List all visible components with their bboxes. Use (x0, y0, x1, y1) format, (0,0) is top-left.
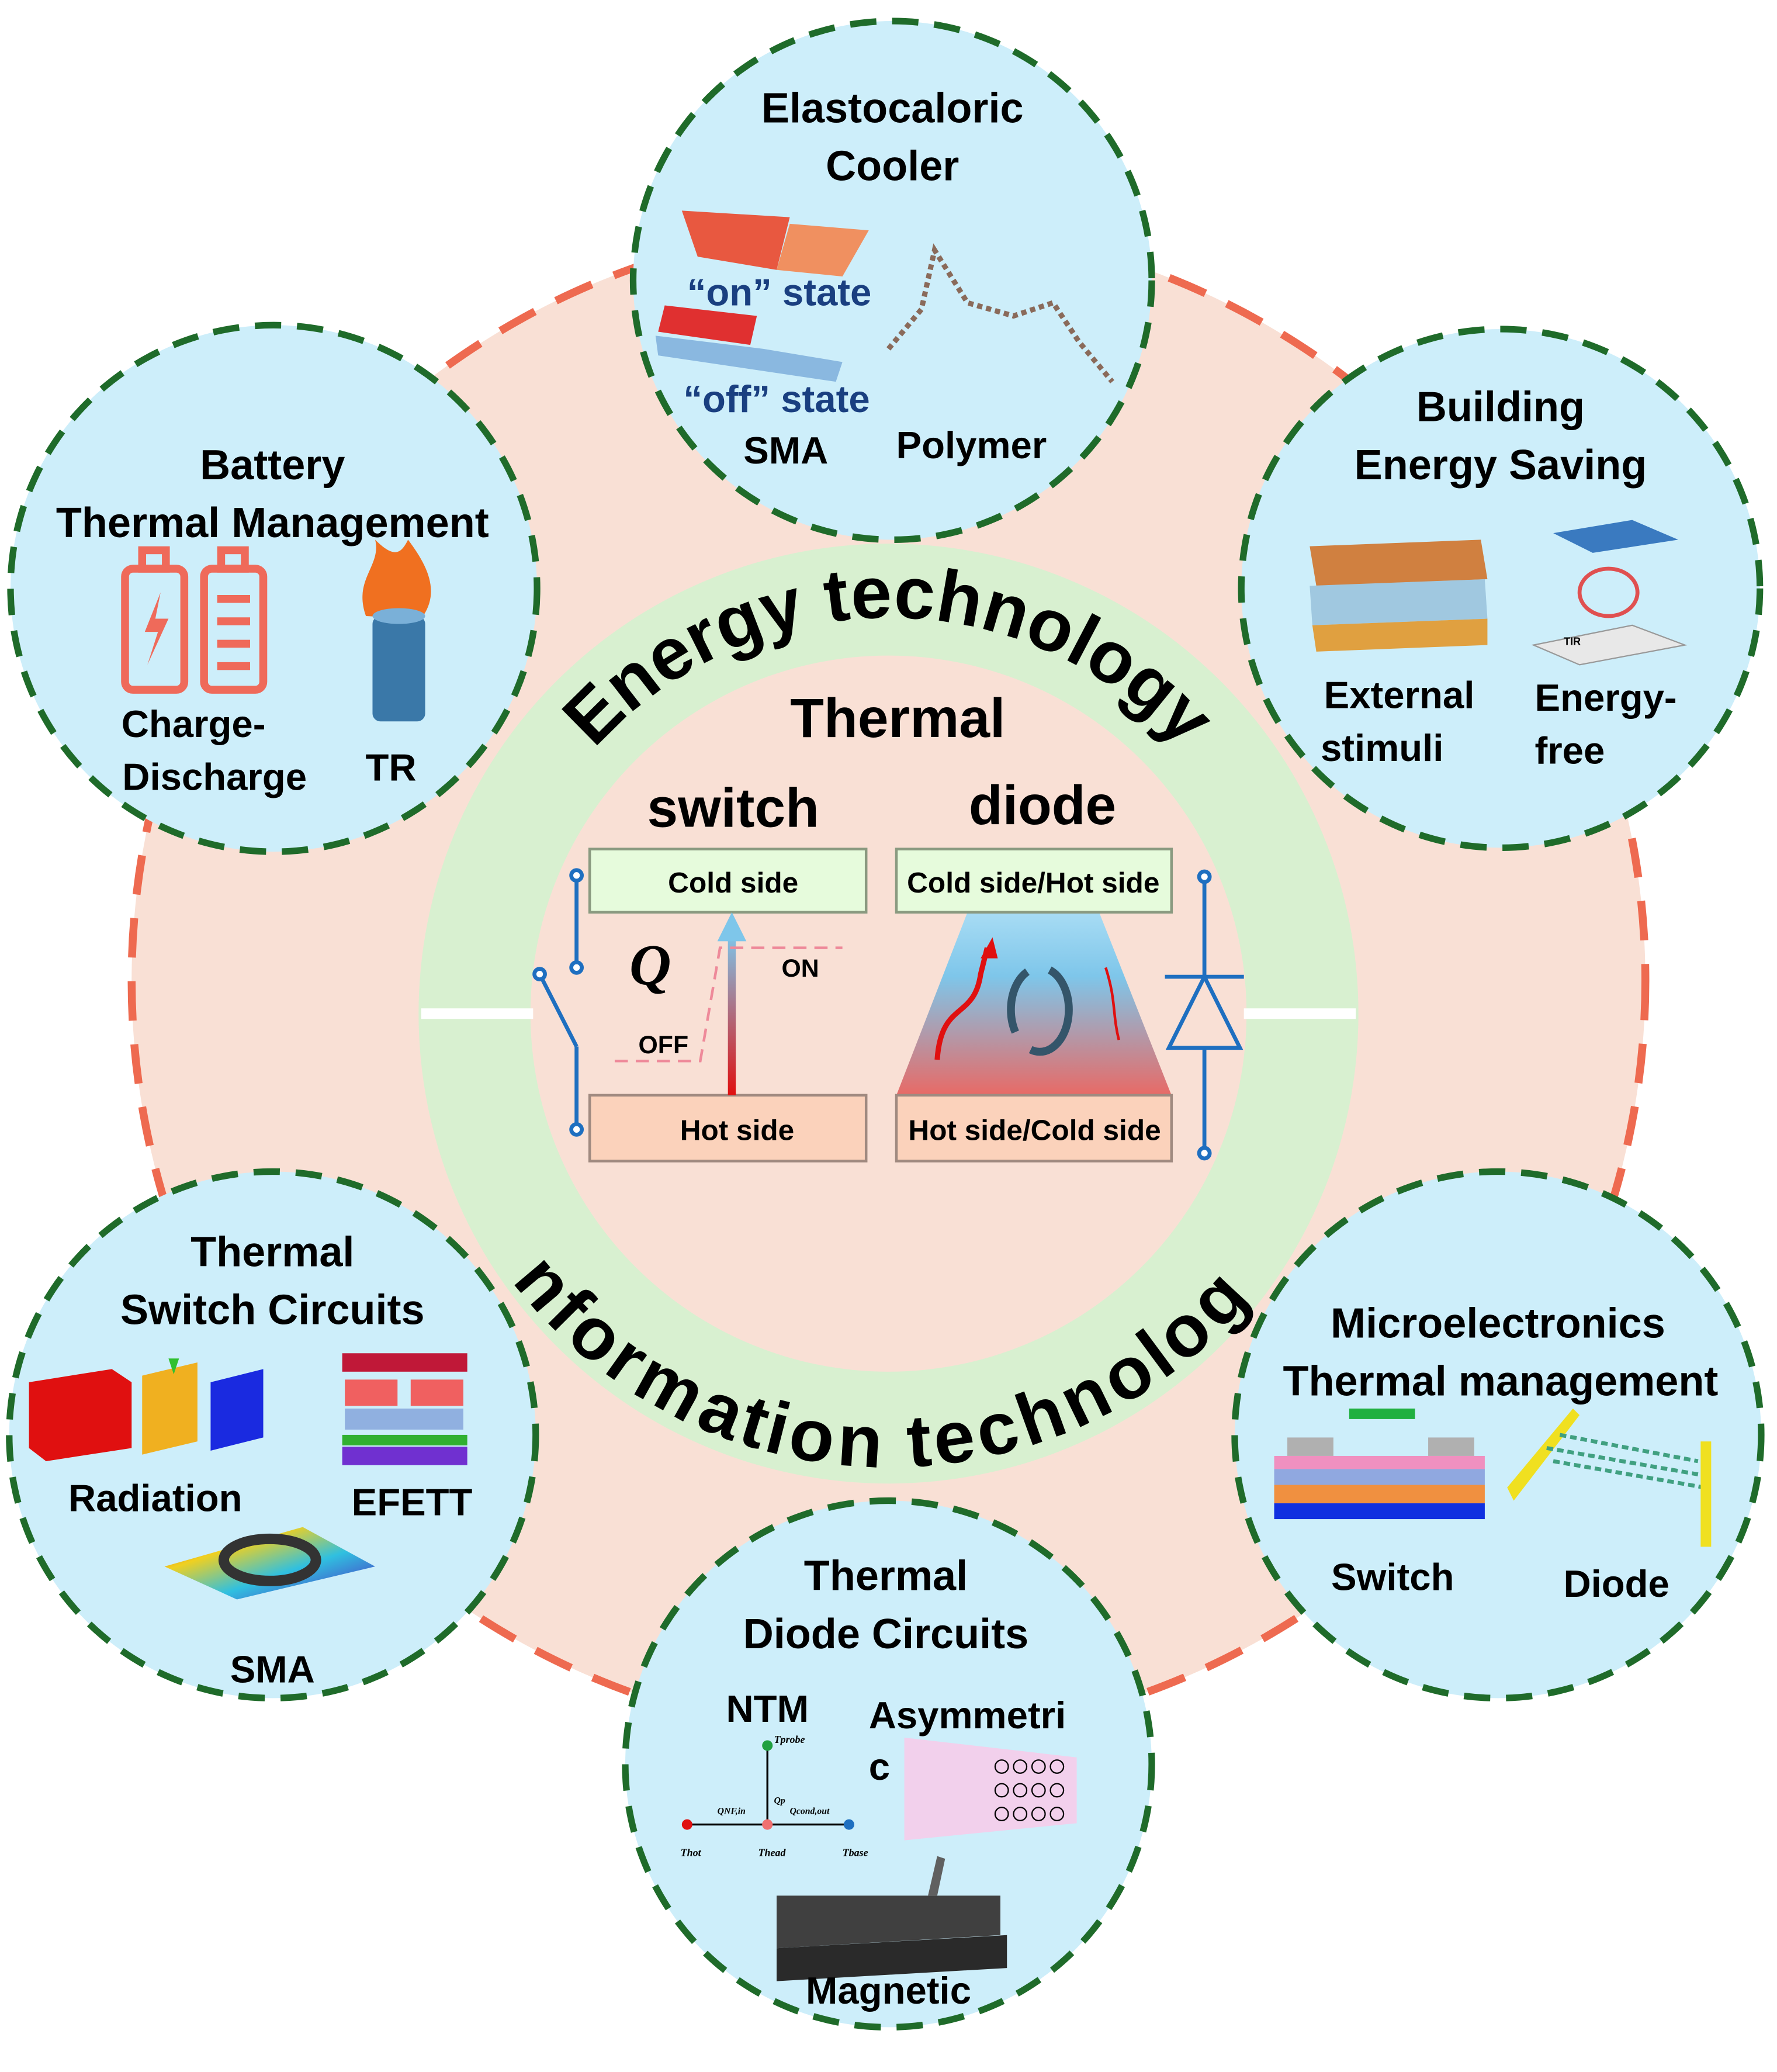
radiation-cubes-image (29, 1358, 264, 1461)
satellite-elastocaloric-cooler: Elastocaloric Cooler “on” state “off” st… (629, 18, 1155, 544)
battery-charging-icon (121, 546, 189, 694)
heat-flux-q: Q (629, 934, 671, 998)
asymmetric-label-2: c (869, 1745, 890, 1788)
center-title: Thermal (790, 687, 1005, 749)
thermal-runaway-cell-icon (362, 539, 431, 722)
building-title-2: Energy Saving (1355, 442, 1647, 489)
diode-circuits-title-2: Diode Circuits (743, 1611, 1029, 1658)
sma-plate-image (164, 1527, 375, 1600)
switch-circuits-title-1: Thermal (190, 1229, 354, 1276)
diode-circuits-title-1: Thermal (804, 1553, 968, 1600)
micro-diode-label: Diode (1563, 1562, 1669, 1605)
magnetic-label: Magnetic (806, 1969, 971, 2012)
micro-title-2: Thermal management (1283, 1358, 1718, 1405)
energy-free-1: Energy- (1535, 676, 1677, 719)
sma-off-image (658, 305, 757, 345)
switch-hot-side: Hot side (680, 1113, 794, 1146)
efett-label: EFETT (352, 1481, 473, 1523)
polymer-molecule-image (886, 243, 1114, 384)
asymmetric-label-1: Asymmetri (869, 1694, 1066, 1737)
micro-diode-lattice-image (1507, 1408, 1712, 1547)
micro-switch-label: Switch (1331, 1556, 1454, 1599)
switch-cold-side: Cold side (668, 866, 798, 899)
t-head-label: Thead (758, 1847, 786, 1859)
radiation-label: Radiation (68, 1477, 243, 1520)
q-in-label: QNF,in (718, 1807, 746, 1817)
thermal-switch-diagram: Cold side Hot side Q ON OFF (532, 848, 868, 1163)
energy-free-film-top (1553, 520, 1679, 553)
charge-label-2: Discharge (122, 755, 307, 798)
satellite-thermal-switch-circuits: Thermal Switch Circuits Radiation EFETT … (6, 1168, 539, 1701)
charge-label-1: Charge- (122, 703, 266, 745)
tir-label: TIR (1564, 636, 1581, 648)
off-state-label: “off” state (683, 378, 870, 420)
elastocaloric-title-1: Elastocaloric (761, 85, 1024, 132)
cycle-arrows-icon (1577, 566, 1640, 618)
battery-level-icon (200, 546, 268, 694)
q-out-label: Qcond,out (790, 1807, 830, 1817)
elastocaloric-title-2: Cooler (826, 143, 959, 190)
layered-film-image (1310, 539, 1488, 652)
t-base-label: Tbase (843, 1847, 868, 1859)
switch-circuits-title-2: Switch Circuits (120, 1287, 425, 1334)
switch-on-label: ON (781, 954, 819, 983)
satellite-microelectronics-thermal-management: Microelectronics Thermal management Swit… (1231, 1168, 1765, 1701)
sma-switch-label: SMA (230, 1648, 315, 1690)
polymer-label: Polymer (896, 424, 1047, 466)
satellite-building-energy-saving: Building Energy Saving TIR External stim… (1238, 326, 1764, 852)
magnetic-device-image (777, 1856, 1007, 1981)
t-probe-label: Tprobe (774, 1734, 805, 1745)
diode-label: diode (969, 774, 1116, 836)
building-title-1: Building (1416, 384, 1585, 431)
diode-top-side: Cold side/Hot side (907, 866, 1159, 899)
sma-label: SMA (743, 429, 828, 472)
switch-label: switch (647, 777, 819, 839)
efett-device-image (342, 1353, 467, 1465)
ntm-circuit-image: Thot Thead Tbase Tprobe QNF,in Qp Qcond,… (681, 1734, 868, 1859)
thermal-diode-diagram: Cold side/Hot side Hot side/Cold side (895, 848, 1244, 1163)
ntm-label: NTM (726, 1687, 809, 1730)
switch-off-label: OFF (639, 1031, 689, 1059)
on-state-label: “on” state (687, 271, 872, 314)
micro-switch-device-image (1274, 1408, 1485, 1520)
t-hot-label: Thot (681, 1847, 702, 1859)
energy-free-2: free (1535, 729, 1605, 772)
q-p-label: Qp (774, 1796, 785, 1806)
external-stimuli-1: External (1324, 674, 1475, 717)
diode-bottom-side: Hot side/Cold side (908, 1113, 1161, 1146)
diode-circuit-symbol (1165, 869, 1244, 1161)
asymmetric-structure-image (904, 1737, 1077, 1841)
satellite-battery-thermal-management: Battery Thermal Management Charge- Disch… (7, 321, 541, 855)
inner-core (530, 655, 1247, 1372)
external-stimuli-2: stimuli (1321, 727, 1443, 769)
tr-label: TR (365, 746, 416, 789)
battery-title-1: Battery (200, 442, 345, 489)
battery-title-2: Thermal Management (56, 500, 489, 546)
micro-title-1: Microelectronics (1331, 1300, 1665, 1347)
switch-circuit-symbol (532, 868, 584, 1137)
sma-on-image (681, 210, 790, 270)
satellite-thermal-diode-circuits: Thermal Diode Circuits NTM Asymmetri c T… (622, 1497, 1155, 2031)
